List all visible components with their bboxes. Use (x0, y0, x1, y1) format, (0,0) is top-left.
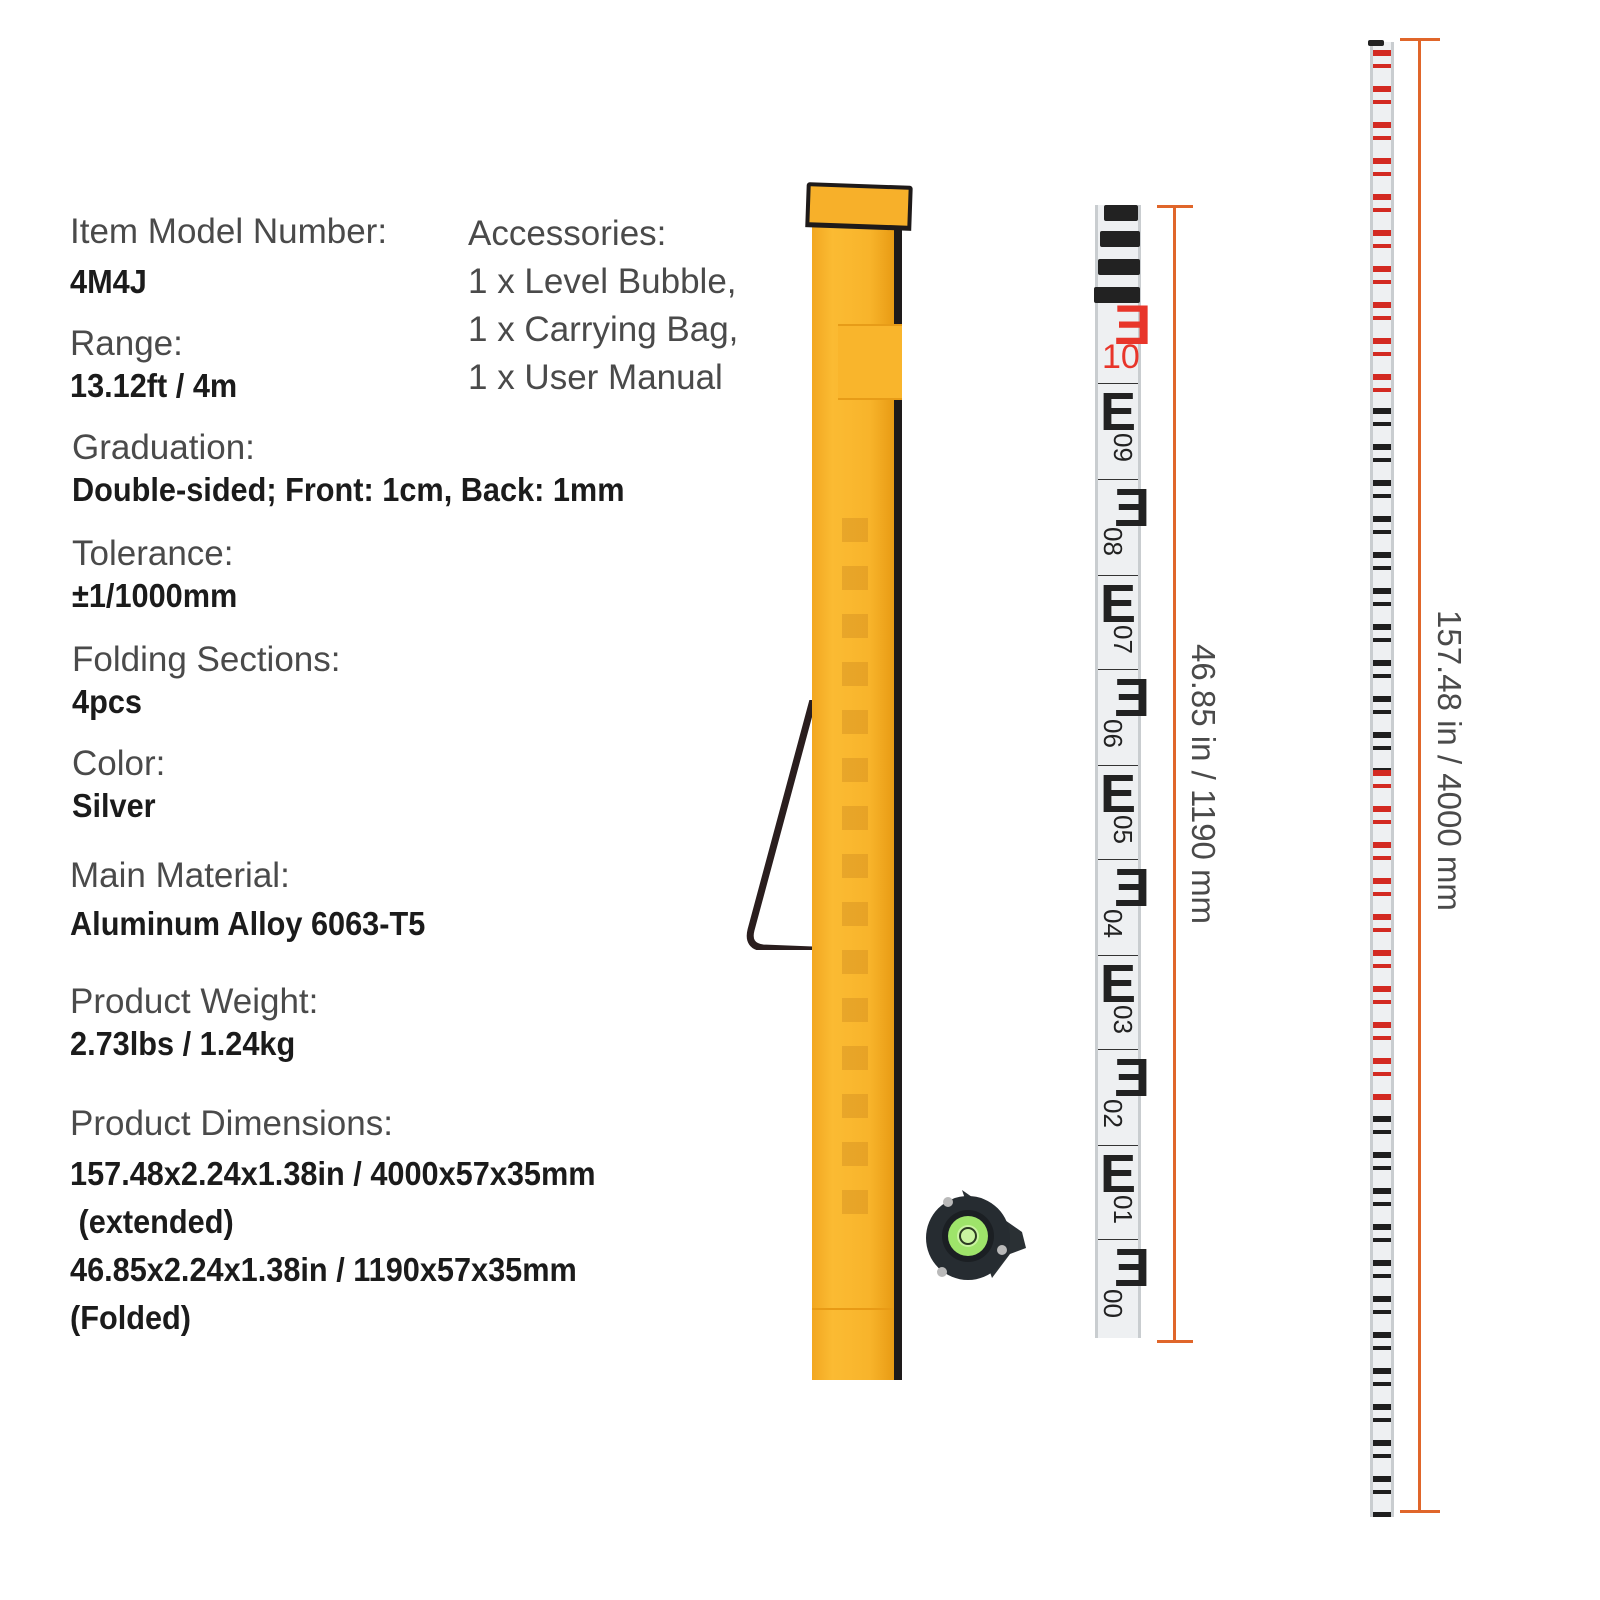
bag-rod-silhouette (842, 518, 868, 1218)
rod-e-marker: E (1114, 858, 1151, 918)
accessories-list: Accessories: 1 x Level Bubble, 1 x Carry… (468, 210, 738, 402)
rod-mark: 09 (1108, 433, 1138, 462)
bag-seam (812, 1308, 894, 1310)
spec-value-line: 46.85x2.24x1.38in / 1190x57x35mm (70, 1251, 577, 1288)
rod-e-marker: E (1114, 1048, 1151, 1108)
rod-cap (1368, 40, 1384, 46)
spec-range: Range: 13.12ft / 4m (70, 324, 250, 408)
level-bubble-icon (926, 1190, 1026, 1280)
spec-graduation: Graduation: Double-sided; Front: 1cm, Ba… (72, 428, 666, 512)
rod-mark: 08 (1098, 527, 1128, 556)
spec-label: Product Dimensions: (70, 1104, 393, 1143)
spec-value: Silver (72, 787, 156, 824)
dimension-label-extended: 157.48 in / 4000 mm (1431, 610, 1468, 911)
rod-mark: 05 (1108, 815, 1138, 844)
spec-main-material: Main Material: Aluminum Alloy 6063-T5 (70, 856, 452, 946)
spec-label: Color: (72, 744, 166, 783)
rod-clip (1094, 287, 1140, 303)
dimension-tick-bottom (1400, 1510, 1440, 1513)
rod-mark: 07 (1108, 625, 1138, 654)
rod-mark: 00 (1098, 1289, 1128, 1318)
spec-label: Graduation: (72, 428, 255, 467)
rod-e-marker: E (1100, 1144, 1137, 1204)
dimension-line-extended (1418, 38, 1421, 1513)
rod-clip (1100, 231, 1140, 247)
rod-e-marker: E (1100, 382, 1137, 442)
spec-label: Folding Sections: (72, 640, 341, 679)
spec-color: Color: Silver (72, 744, 165, 828)
spec-product-dimensions: Product Dimensions: 157.48x2.24x1.38in /… (70, 1104, 635, 1342)
rod-e-marker: E (1100, 764, 1137, 824)
bag-flap (805, 182, 913, 231)
rod-clip (1098, 259, 1140, 275)
rod-e-marker: E (1114, 1238, 1151, 1298)
spec-value: 4M4J (70, 263, 147, 300)
dimension-tick-bottom (1157, 1340, 1193, 1343)
spec-value: ±1/1000mm (72, 577, 238, 614)
carrying-bag-image (805, 182, 913, 1380)
extended-rod-section-black (1370, 400, 1394, 770)
spec-value-line: (Folded) (70, 1299, 192, 1336)
rod-clip (1104, 205, 1138, 221)
spec-value: 4pcs (72, 683, 142, 720)
extended-rod-section-black (1370, 1108, 1394, 1517)
spec-label: Main Material: (70, 856, 290, 895)
rod-e-marker: E (1100, 574, 1137, 634)
spec-label: Item Model Number: (70, 212, 388, 251)
spec-value: 2.73lbs / 1.24kg (70, 1025, 296, 1062)
rod-mark: 01 (1108, 1195, 1138, 1224)
rod-mark: 03 (1108, 1005, 1138, 1034)
spec-product-weight: Product Weight: 2.73lbs / 1.24kg (70, 982, 318, 1066)
dimension-line-folded (1173, 205, 1176, 1343)
spec-label: Range: (70, 324, 183, 363)
accessory-item: 1 x Carrying Bag, (468, 310, 739, 349)
bag-pocket (838, 324, 902, 400)
accessory-item: 1 x Level Bubble, (468, 262, 737, 301)
spec-value: Double-sided; Front: 1cm, Back: 1mm (72, 471, 625, 508)
rod-mark: 02 (1098, 1099, 1128, 1128)
spec-model-number: Item Model Number: 4M4J (70, 212, 387, 304)
rod-e-marker: E (1100, 954, 1137, 1014)
bag-strap-icon (746, 700, 815, 950)
accessories-label: Accessories: (468, 214, 667, 253)
folded-rod-image: E 10 E 09 E 08 E 07 E 06 E 05 E 04 E 03 … (1094, 205, 1151, 1338)
rod-e-marker: E (1114, 668, 1151, 728)
rod-mark: 04 (1098, 909, 1128, 938)
spec-value: Aluminum Alloy 6063-T5 (70, 905, 426, 942)
dimension-label-folded: 46.85 in / 1190 mm (1185, 644, 1222, 925)
spec-tolerance: Tolerance: ±1/1000mm (72, 534, 250, 618)
rod-mark: 10 (1102, 338, 1140, 376)
spec-value-line: (extended) (70, 1203, 234, 1240)
spec-label: Tolerance: (72, 534, 234, 573)
spec-value: 13.12ft / 4m (70, 367, 238, 404)
spec-label: Product Weight: (70, 982, 319, 1021)
rod-mark: 06 (1098, 719, 1128, 748)
spec-value-line: 157.48x2.24x1.38in / 4000x57x35mm (70, 1155, 596, 1192)
spec-folding-sections: Folding Sections: 4pcs (72, 640, 340, 724)
accessory-item: 1 x User Manual (468, 358, 723, 397)
